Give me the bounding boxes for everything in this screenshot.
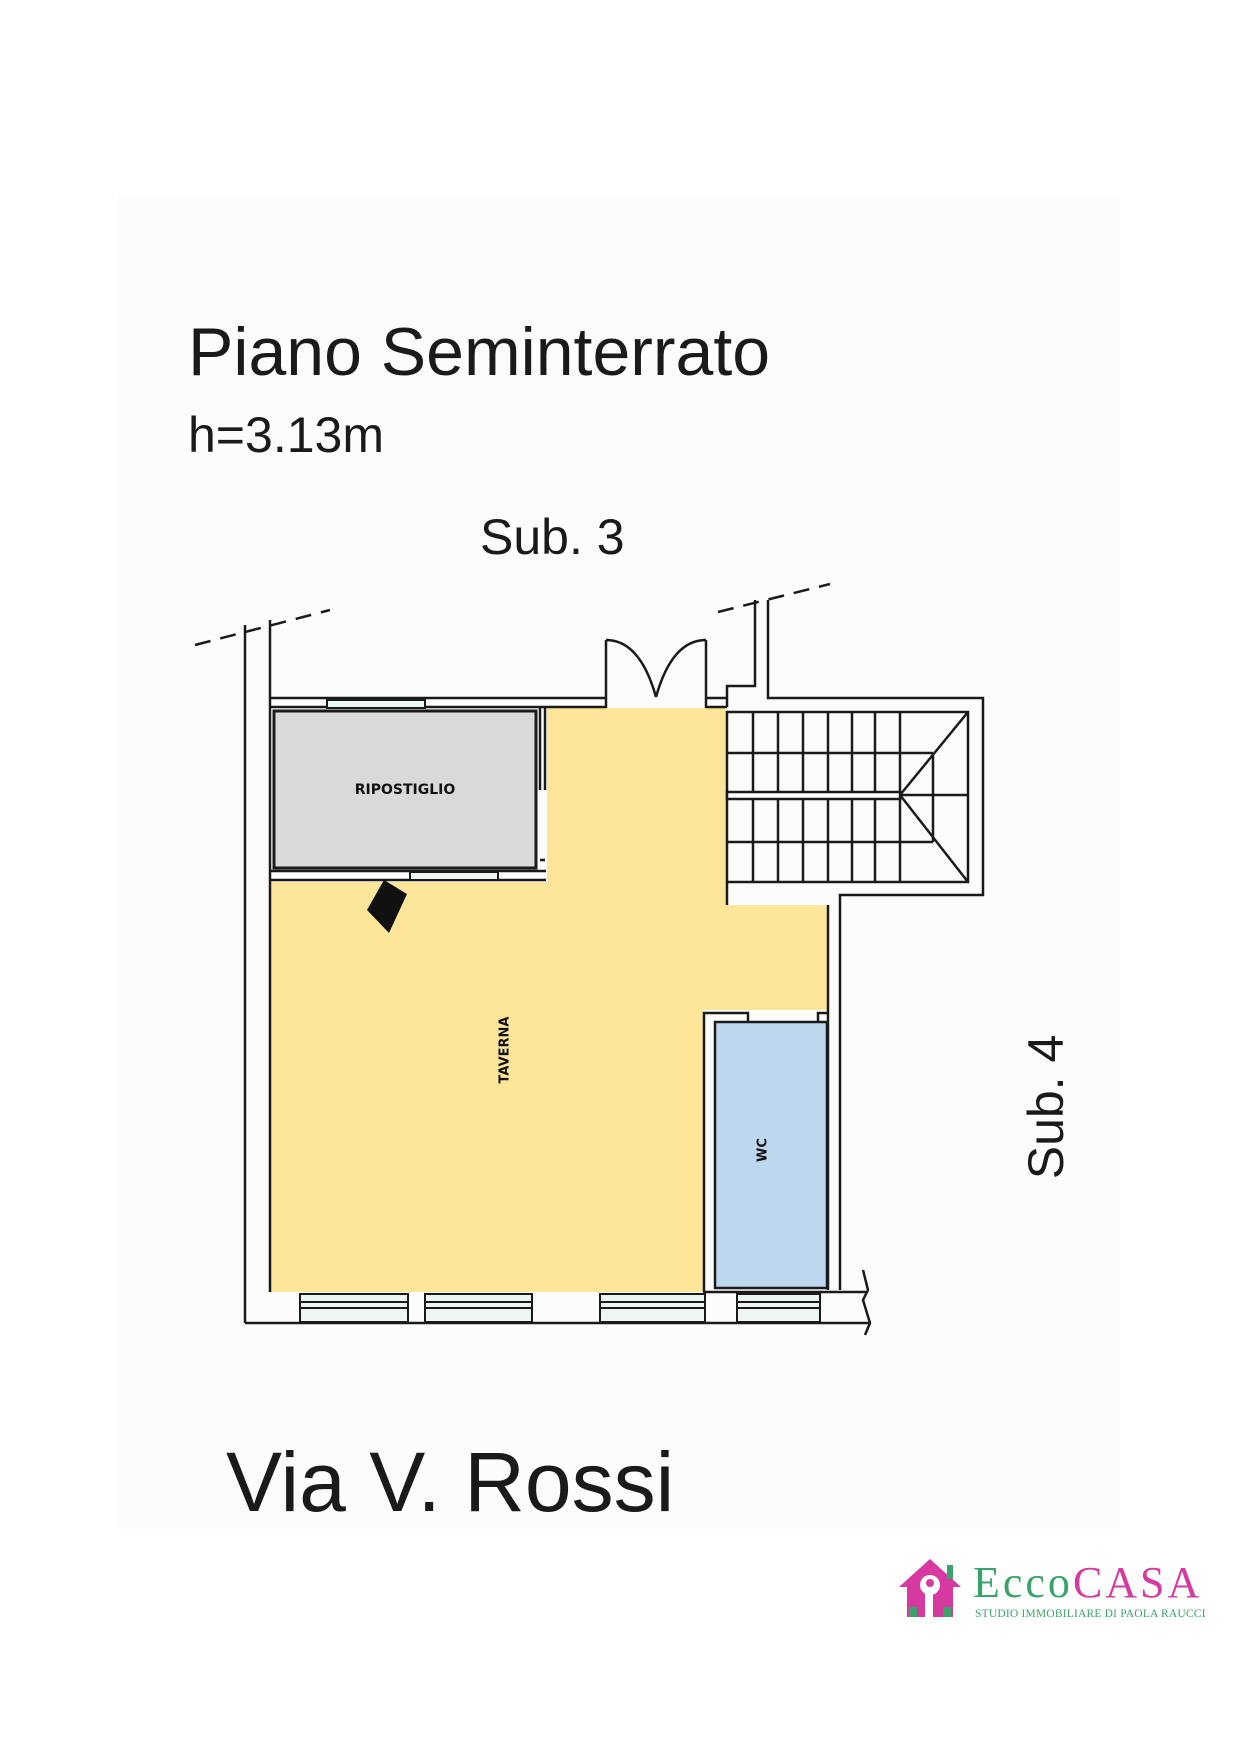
room-label-wc: WC bbox=[755, 1138, 771, 1162]
logo-tagline: STUDIO IMMOBILIARE DI PAOLA RAUCCI bbox=[975, 1608, 1206, 1620]
street-label: Via V. Rossi bbox=[226, 1435, 675, 1529]
wc-room bbox=[713, 1020, 829, 1290]
ceiling-height: h=3.13m bbox=[188, 407, 384, 463]
house-key-icon bbox=[899, 1559, 961, 1617]
eccocasa-logo: EccoCASA STUDIO IMMOBILIARE DI PAOLA RAU… bbox=[895, 1555, 1235, 1625]
logo-wordmark: EccoCASA bbox=[973, 1558, 1203, 1607]
plan-title: Piano Seminterrato bbox=[188, 314, 771, 390]
room-label-ripostiglio: RIPOSTIGLIO bbox=[354, 782, 456, 798]
taverna-room bbox=[271, 708, 828, 1292]
room-label-taverna: TAVERNA bbox=[497, 1016, 513, 1084]
ripostiglio-room bbox=[272, 709, 538, 870]
property-boundary bbox=[194, 582, 831, 647]
windows bbox=[299, 699, 821, 1323]
neighbor-label-top: Sub. 3 bbox=[480, 509, 625, 565]
fixture-marker bbox=[367, 880, 407, 933]
staircase bbox=[725, 711, 969, 883]
